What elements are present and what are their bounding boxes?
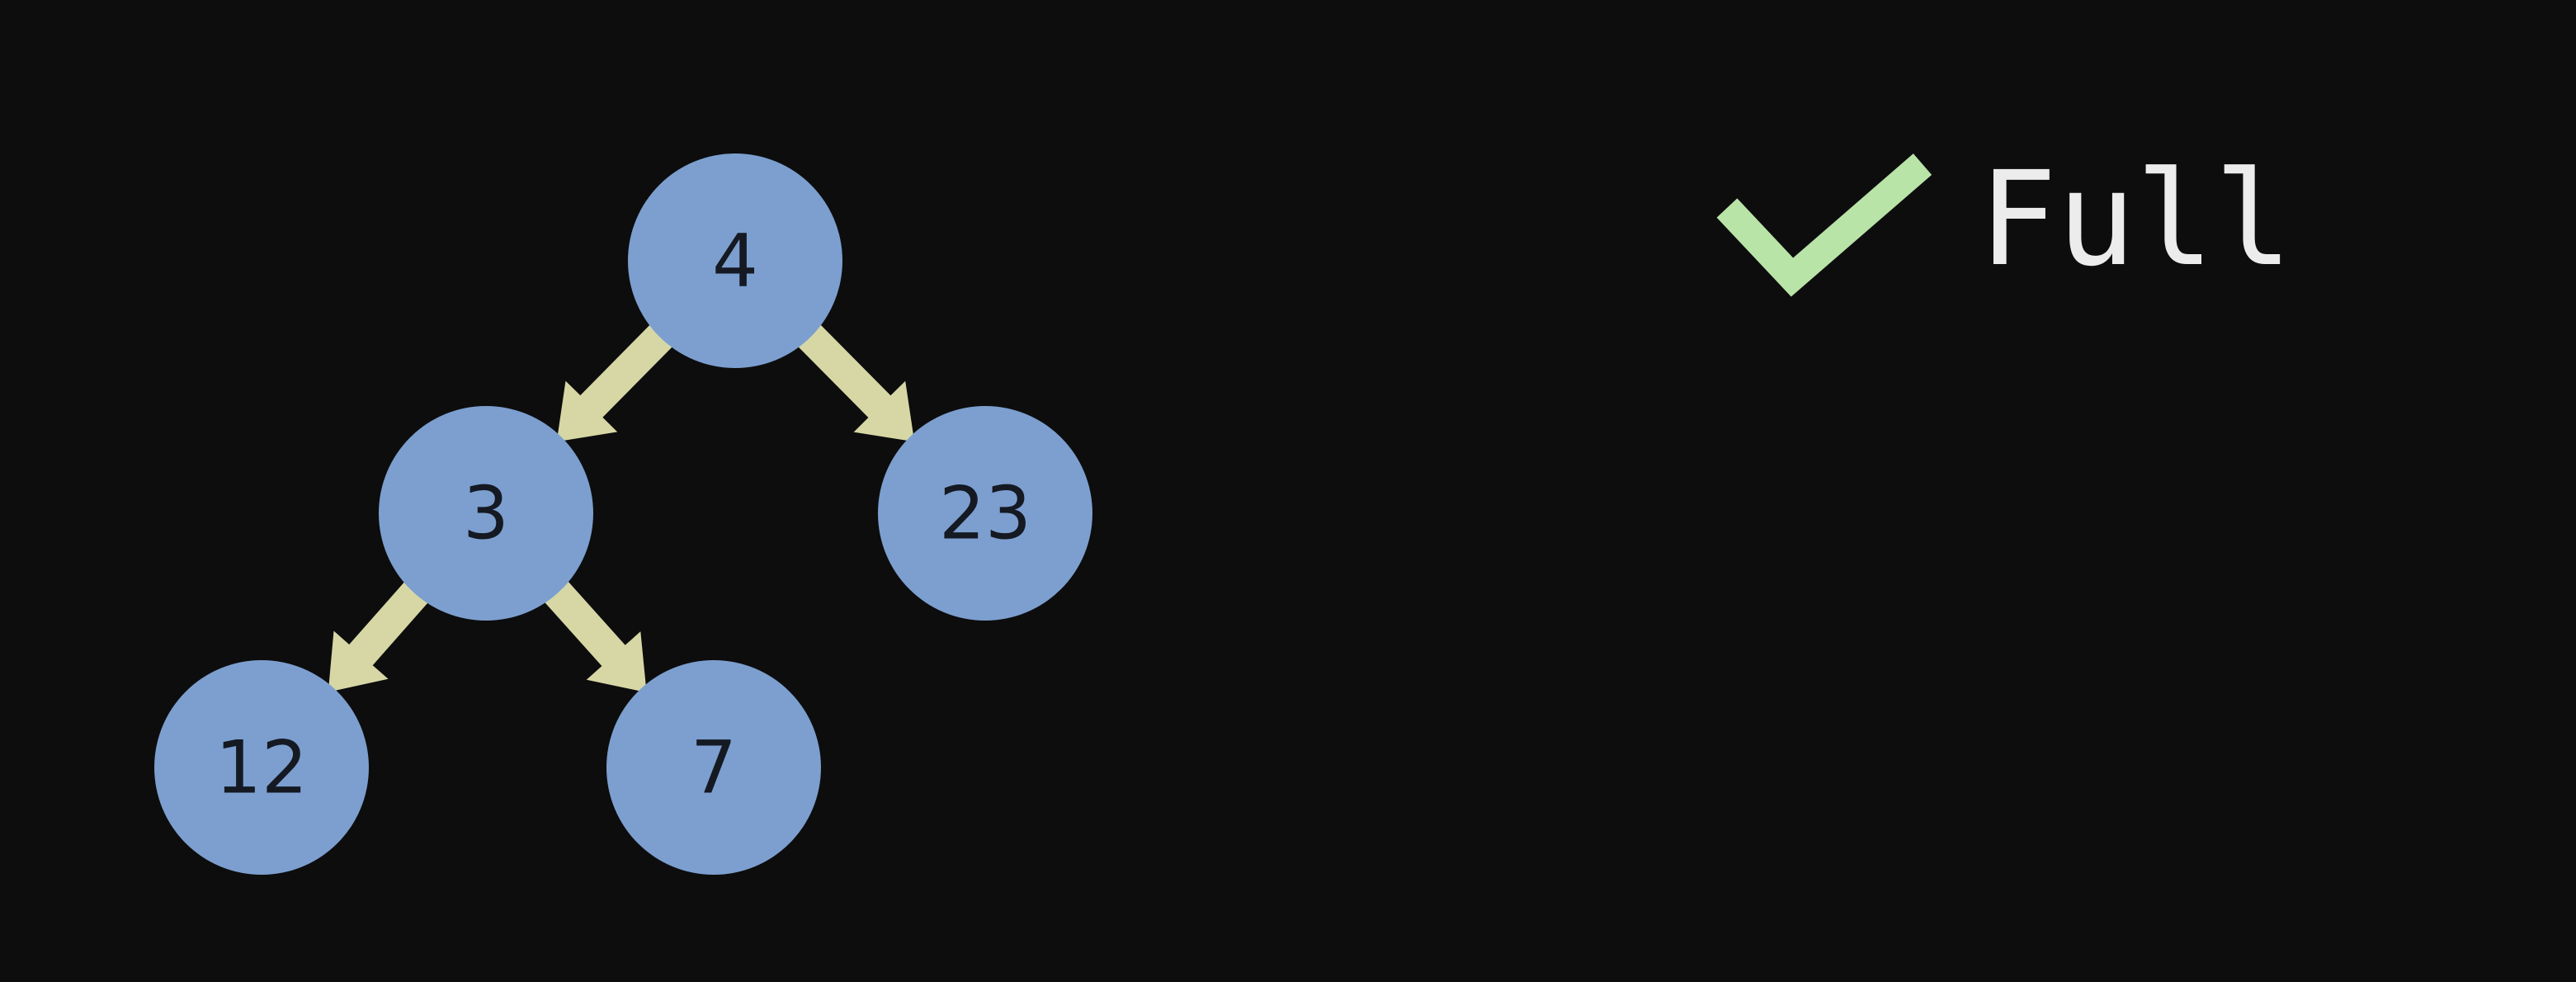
tree-node-circle <box>379 406 593 621</box>
status-label: Full <box>1979 144 2293 295</box>
tree-node-circle <box>628 153 842 368</box>
tree-node-right: 23 <box>878 406 1092 621</box>
tree-node-left: 3 <box>379 406 593 621</box>
tree-edge-root-to-left <box>556 315 682 442</box>
tree-node-left-left: 12 <box>154 660 369 875</box>
tree-node-left-right: 7 <box>606 660 821 875</box>
tree-node-value: 3 <box>463 471 509 556</box>
tree-node-circle <box>154 660 369 875</box>
tree-node-value: 12 <box>215 725 308 810</box>
status-indicator: Full <box>1716 144 2293 297</box>
tree-edge-left-to-left-left <box>328 572 437 692</box>
tree-node-circle <box>878 406 1092 621</box>
check-icon <box>1716 153 1932 297</box>
tree-node-value: 23 <box>939 471 1031 556</box>
tree-node-value: 4 <box>712 219 758 304</box>
tree-node-root: 4 <box>628 153 842 368</box>
tree-edges <box>328 315 915 693</box>
tree-node-circle <box>606 660 821 875</box>
tree-edge-root-to-right <box>789 315 915 442</box>
tree-edge-left-to-left-right <box>535 571 647 693</box>
tree-nodes: 4 3 23 12 7 <box>154 153 1092 875</box>
tree-node-value: 7 <box>691 725 737 810</box>
